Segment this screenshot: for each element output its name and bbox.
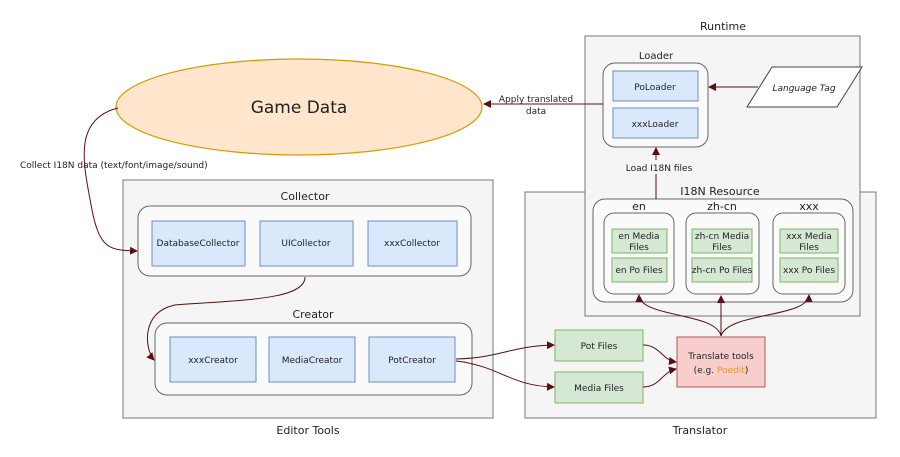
load-label: Load I18N files xyxy=(626,164,693,174)
en-media-label-2: Files xyxy=(629,243,649,253)
apply-label-line-1: Apply translated xyxy=(499,95,573,105)
xxx-media-label-2: Files xyxy=(799,243,819,253)
database-collector-box xyxy=(151,220,246,267)
en-po-files-box xyxy=(611,257,668,283)
xxx-collector-label: xxxCollector xyxy=(384,239,440,249)
connectors xyxy=(83,83,813,391)
runtime-title: Runtime xyxy=(700,20,746,33)
loader-title: Loader xyxy=(639,51,674,62)
media-creator-box xyxy=(268,336,356,383)
apply-label-line-2: data xyxy=(526,107,546,117)
xxx-media-files-box xyxy=(779,228,839,254)
en-media-label-1: en Media xyxy=(618,232,659,242)
locale-en-title: en xyxy=(632,200,646,213)
pot-files-box xyxy=(554,329,644,362)
xxx-po-label: xxx Po Files xyxy=(783,266,835,276)
translate-to-en-arrow xyxy=(635,294,722,337)
load-label-bg xyxy=(615,160,703,174)
game-data-label: Game Data xyxy=(251,98,348,118)
translate-tools-label: Translate tools xyxy=(687,352,754,362)
database-collector-label: DatabaseCollector xyxy=(157,239,240,249)
media-files-box xyxy=(554,371,644,404)
zh-cn-media-files-box xyxy=(691,228,753,254)
xxx-loader-label: xxxLoader xyxy=(632,120,679,130)
game-data-ellipse xyxy=(115,58,483,156)
language-tag-label: Language Tag xyxy=(772,84,835,94)
pot-files-label: Pot Files xyxy=(581,342,618,352)
pot-creator-label: PotCreator xyxy=(388,356,436,366)
zh-cn-po-label: zh-cn Po Files xyxy=(692,266,753,276)
potcreator-to-pot-arrow xyxy=(455,341,555,360)
pot-creator-box xyxy=(368,336,456,383)
translate-to-xxx-arrow xyxy=(720,294,813,337)
creator-title: Creator xyxy=(292,308,334,321)
media-to-translate-arrow xyxy=(642,366,677,388)
language-tag-shape xyxy=(746,66,863,108)
locale-zh-cn-title: zh-cn xyxy=(707,200,737,213)
en-po-label: en Po Files xyxy=(615,266,663,276)
xxx-loader-box xyxy=(612,107,699,139)
zh-cn-po-files-box xyxy=(691,257,753,283)
zh-cn-media-label-1: zh-cn Media xyxy=(695,232,749,242)
po-loader-box xyxy=(612,70,699,102)
locale-xxx-title: xxx xyxy=(799,200,819,213)
collect-label: Collect I18N data (text/font/image/sound… xyxy=(20,161,208,171)
ui-collector-label: UICollector xyxy=(281,239,331,249)
xxx-collector-box xyxy=(367,220,458,267)
collect-arrow xyxy=(83,107,138,255)
collector-to-creator-arrow xyxy=(146,276,306,361)
media-files-label: Media Files xyxy=(574,384,624,394)
translate-tools-example: (e.g. Poedit) xyxy=(694,366,749,376)
editor-tools-title: Editor Tools xyxy=(276,424,339,437)
xxx-creator-label: xxxCreator xyxy=(188,356,238,366)
zh-cn-media-label-2: Files xyxy=(712,243,732,253)
en-media-files-box xyxy=(611,228,668,254)
xxx-media-label-1: xxx Media xyxy=(786,232,832,242)
media-creator-label: MediaCreator xyxy=(282,356,343,366)
poedit-highlight: Poedit xyxy=(717,366,745,376)
xxx-po-files-box xyxy=(779,257,839,283)
translator-title: Translator xyxy=(672,424,728,437)
ui-collector-box xyxy=(259,220,354,267)
translate-tools-box xyxy=(676,336,766,388)
xxx-creator-box xyxy=(169,336,257,383)
po-loader-label: PoLoader xyxy=(634,83,676,93)
collector-title: Collector xyxy=(281,190,330,203)
i18n-resource-title: I18N Resource xyxy=(680,185,760,198)
potcreator-to-media-arrow xyxy=(455,360,555,391)
pot-to-translate-arrow xyxy=(642,344,677,365)
